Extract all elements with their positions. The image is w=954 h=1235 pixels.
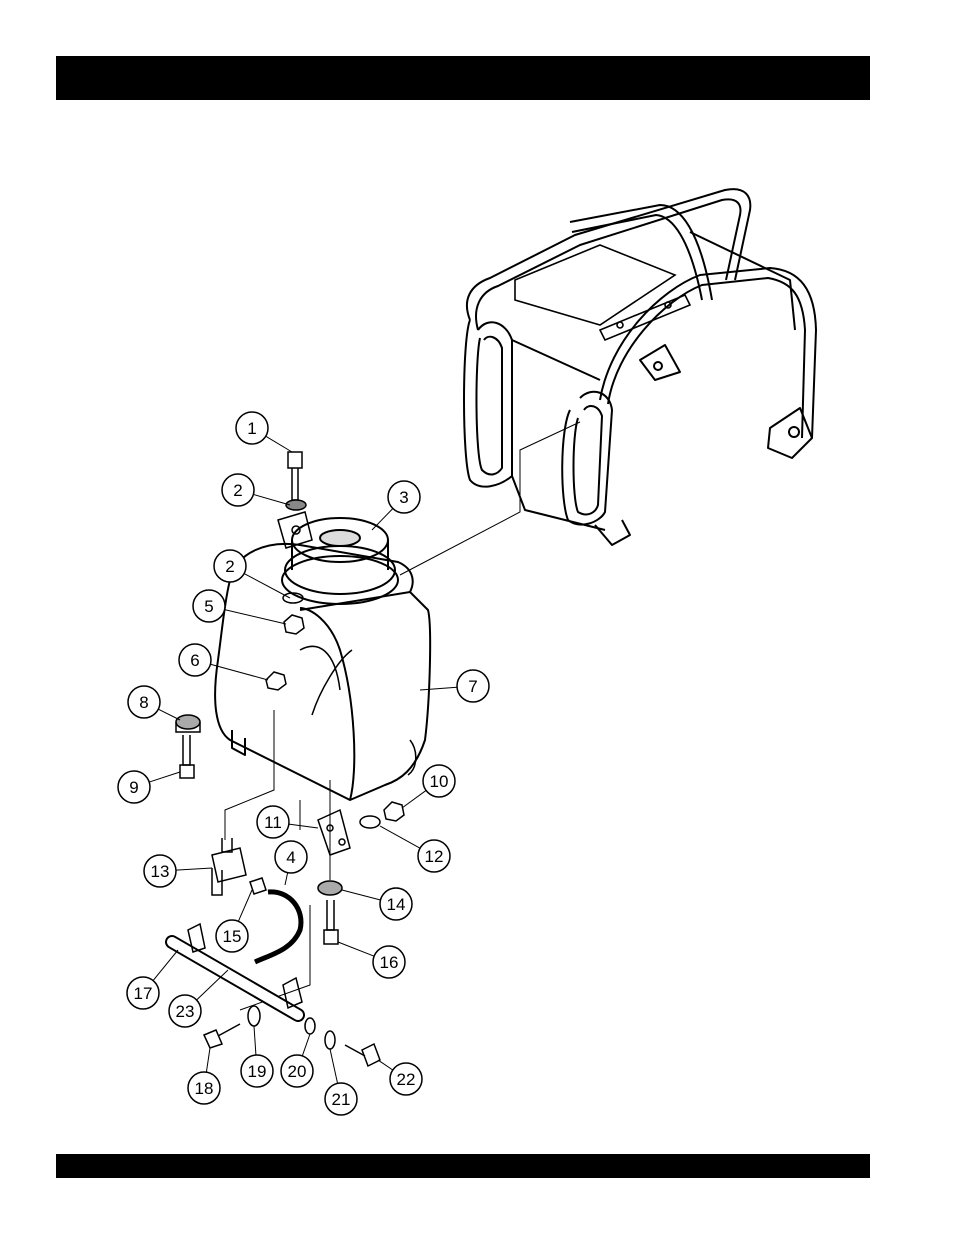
callout-label: 14 bbox=[387, 895, 406, 914]
callout-leader bbox=[158, 709, 180, 720]
callout-leader bbox=[380, 826, 420, 848]
callout-label: 2 bbox=[233, 481, 242, 500]
callout-18: 17 bbox=[127, 950, 178, 1009]
callout-24: 22 bbox=[378, 1060, 422, 1095]
callout-leader bbox=[302, 1034, 310, 1056]
callout-label: 10 bbox=[430, 772, 449, 791]
callout-23: 21 bbox=[325, 1049, 357, 1115]
callout-label: 4 bbox=[286, 848, 295, 867]
callout-9: 9 bbox=[118, 771, 180, 803]
callout-1: 1 bbox=[236, 412, 292, 452]
cage-top-plate bbox=[515, 245, 690, 340]
callout-label: 20 bbox=[288, 1062, 307, 1081]
callout-leader bbox=[342, 890, 381, 900]
callout-label: 18 bbox=[195, 1079, 214, 1098]
callout-label: 16 bbox=[380, 953, 399, 972]
callout-20: 18 bbox=[188, 1048, 220, 1104]
callout-10: 10 bbox=[402, 765, 455, 808]
callout-label: 8 bbox=[139, 693, 148, 712]
callout-label: 23 bbox=[176, 1002, 195, 1021]
callout-21: 19 bbox=[241, 1026, 273, 1087]
callout-leader bbox=[176, 868, 212, 870]
callout-label: 9 bbox=[129, 778, 138, 797]
callout-label: 22 bbox=[397, 1070, 416, 1089]
callout-8: 8 bbox=[128, 686, 180, 720]
callout-label: 19 bbox=[248, 1062, 267, 1081]
callout-14: 4 bbox=[275, 841, 307, 885]
callout-label: 15 bbox=[223, 927, 242, 946]
callout-leader bbox=[225, 610, 286, 624]
callout-leader bbox=[206, 1048, 210, 1072]
callout-label: 6 bbox=[190, 651, 199, 670]
callout-4: 2 bbox=[214, 550, 290, 598]
callout-leader bbox=[153, 950, 178, 981]
callout-leader bbox=[238, 890, 252, 921]
callout-label: 5 bbox=[204, 597, 213, 616]
callout-16: 15 bbox=[216, 890, 252, 952]
callout-label: 11 bbox=[264, 813, 282, 832]
callout-leader bbox=[285, 873, 288, 885]
roll-cage-frame bbox=[464, 189, 816, 545]
callout-leader bbox=[210, 664, 268, 680]
callout-leader bbox=[338, 942, 374, 956]
callout-2: 2 bbox=[222, 474, 290, 506]
callout-label: 12 bbox=[425, 847, 444, 866]
callout-11: 11 bbox=[257, 806, 318, 838]
callout-22: 20 bbox=[281, 1034, 313, 1087]
callout-label: 3 bbox=[399, 488, 408, 507]
callout-5: 5 bbox=[193, 590, 286, 624]
callout-leader bbox=[330, 1049, 338, 1083]
callout-label: 1 bbox=[247, 419, 256, 438]
callout-label: 21 bbox=[332, 1090, 351, 1109]
callout-label: 13 bbox=[151, 862, 170, 881]
callout-17: 16 bbox=[338, 942, 405, 978]
callout-label: 7 bbox=[468, 677, 477, 696]
callout-leader bbox=[197, 970, 228, 1000]
callout-3: 3 bbox=[372, 481, 420, 530]
callout-leader bbox=[372, 508, 393, 530]
callout-leader bbox=[402, 790, 426, 808]
callout-leader bbox=[289, 824, 318, 828]
callout-leader bbox=[266, 436, 292, 452]
callout-label: 17 bbox=[134, 984, 153, 1003]
callout-19: 23 bbox=[169, 970, 228, 1027]
callout-leader bbox=[253, 494, 290, 505]
callout-leader bbox=[378, 1060, 393, 1070]
callout-leader bbox=[254, 1026, 256, 1055]
callout-15: 14 bbox=[342, 888, 412, 920]
callout-12: 12 bbox=[380, 826, 450, 872]
callout-13: 13 bbox=[144, 855, 212, 887]
callout-6: 6 bbox=[179, 644, 268, 680]
callout-label: 2 bbox=[225, 557, 234, 576]
callout-leader bbox=[149, 772, 180, 782]
callout-leader bbox=[420, 687, 457, 690]
